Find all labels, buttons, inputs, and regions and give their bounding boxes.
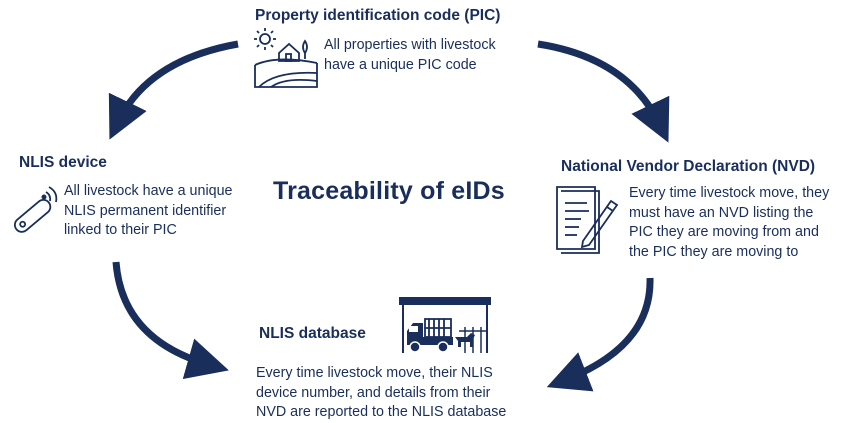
nvd-line-4: the PIC they are moving to bbox=[629, 243, 799, 260]
ear-tag-icon bbox=[13, 186, 58, 233]
nvd-line-1: Every time livestock move, they bbox=[629, 185, 830, 201]
nlis-device-description: All livestock have a unique NLIS permane… bbox=[64, 182, 232, 241]
nlis-database-line-3: NVD are reported to the NLIS database bbox=[256, 404, 507, 420]
document-pen-icon bbox=[556, 186, 619, 254]
nvd-title: National Vendor Declaration (NVD) bbox=[561, 158, 816, 175]
arrow-pic-to-device bbox=[108, 40, 239, 140]
nlis-device-line-2: NLIS permanent identifier bbox=[64, 202, 227, 219]
nvd-line-2: must have an NVD listing the bbox=[629, 204, 814, 221]
nlis-database-line-2: device number, and details from their bbox=[256, 384, 491, 401]
arrow-nvd-to-database bbox=[546, 277, 654, 392]
nlis-database-title: NLIS database bbox=[259, 325, 366, 342]
pic-description: All properties with livestock have a uni… bbox=[324, 36, 496, 75]
pic-title: Property identification code (PIC) bbox=[255, 7, 501, 24]
nvd-line-3: PIC they are moving from and bbox=[629, 224, 819, 240]
arrow-pic-to-nvd bbox=[537, 40, 670, 143]
pic-line-1: All properties with livestock bbox=[324, 37, 496, 53]
nlis-database-description: Every time livestock move, their NLIS de… bbox=[256, 364, 506, 423]
arrow-device-to-database bbox=[112, 261, 229, 380]
nlis-database-line-1: Every time livestock move, their NLIS bbox=[256, 365, 493, 381]
diagram-title: Traceability of eIDs bbox=[273, 177, 505, 205]
pic-line-2: have a unique PIC code bbox=[324, 56, 477, 73]
nlis-device-line-3: linked to their PIC bbox=[64, 222, 177, 238]
farm-property-icon bbox=[254, 28, 318, 88]
nlis-device-line-1: All livestock have a unique bbox=[64, 183, 233, 199]
nvd-description: Every time livestock move, they must hav… bbox=[629, 184, 829, 262]
nlis-device-title: NLIS device bbox=[19, 154, 107, 171]
livestock-truck-icon bbox=[399, 297, 491, 353]
